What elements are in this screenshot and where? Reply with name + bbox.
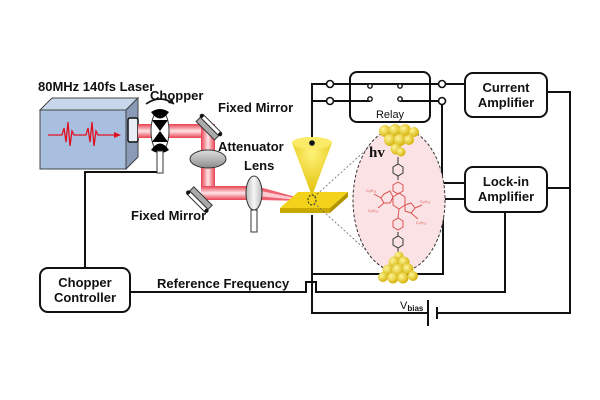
bias-battery xyxy=(427,300,438,326)
gold-electrode-bottom xyxy=(378,251,418,284)
svg-text:C₆H₁₃: C₆H₁₃ xyxy=(420,199,431,204)
fixed-mirror-bottom-label: Fixed Mirror xyxy=(131,208,206,223)
fixed-mirror-top-label: Fixed Mirror xyxy=(218,100,293,115)
current-amplifier-line1: Current xyxy=(483,80,531,95)
chopper-controller-line1: Chopper xyxy=(58,275,111,290)
wire-reference-frequency xyxy=(130,212,506,293)
svg-text:C₆H₁₃: C₆H₁₃ xyxy=(366,188,377,193)
fixed-mirror-top xyxy=(195,113,223,141)
wire-relay-to-lockin xyxy=(441,101,465,184)
chopper-controller-line2: Controller xyxy=(54,290,116,305)
attenuator xyxy=(189,149,227,169)
chopper-label: Chopper xyxy=(150,88,203,103)
laser xyxy=(38,96,140,171)
attenuator-label: Attenuator xyxy=(218,139,284,154)
current-amplifier-line2: Amplifier xyxy=(478,95,534,110)
molecule-chain xyxy=(392,157,404,254)
lens-label: Lens xyxy=(244,158,274,173)
vbias-label: Vbias xyxy=(400,300,424,313)
wire-tip xyxy=(311,83,330,143)
wire-sample xyxy=(311,215,428,314)
relay-label: Relay xyxy=(376,109,405,121)
relay-terminals xyxy=(325,79,447,106)
fixed-mirror-bottom xyxy=(186,186,213,213)
relay-switches xyxy=(334,83,438,102)
molecule-inset: C₆H₁₃ C₆H₁₃ C₆H₁₃ C₆H₁₃ hv xyxy=(352,124,446,284)
wire-sample-to-lockin xyxy=(312,198,465,275)
photon-hv-label: hv xyxy=(369,145,385,161)
lockin-amplifier-box[interactable]: Lock-in Amplifier xyxy=(464,166,548,213)
molecule-core xyxy=(373,181,423,231)
junction-highlight xyxy=(307,194,317,206)
sample-substrate xyxy=(280,192,348,213)
pulse-waveform-icon xyxy=(48,121,114,147)
relay[interactable]: Relay xyxy=(334,71,438,123)
stm-tip xyxy=(292,137,332,196)
lockin-amplifier-line2: Amplifier xyxy=(478,189,534,204)
svg-text:C₆H₁₃: C₆H₁₃ xyxy=(368,208,379,213)
lockin-amplifier-line1: Lock-in xyxy=(483,174,529,189)
reference-frequency-label: Reference Frequency xyxy=(157,276,290,291)
lens xyxy=(245,175,263,233)
laser-label: 80MHz 140fs Laser xyxy=(38,79,154,94)
current-amplifier-box[interactable]: Current Amplifier xyxy=(464,72,548,118)
chopper-controller-box[interactable]: Chopper Controller xyxy=(39,267,131,313)
wire-bias-return xyxy=(437,91,571,314)
chopper xyxy=(145,98,175,174)
svg-text:C₆H₁₃: C₆H₁₃ xyxy=(416,220,427,225)
gold-electrode-top xyxy=(379,124,419,157)
